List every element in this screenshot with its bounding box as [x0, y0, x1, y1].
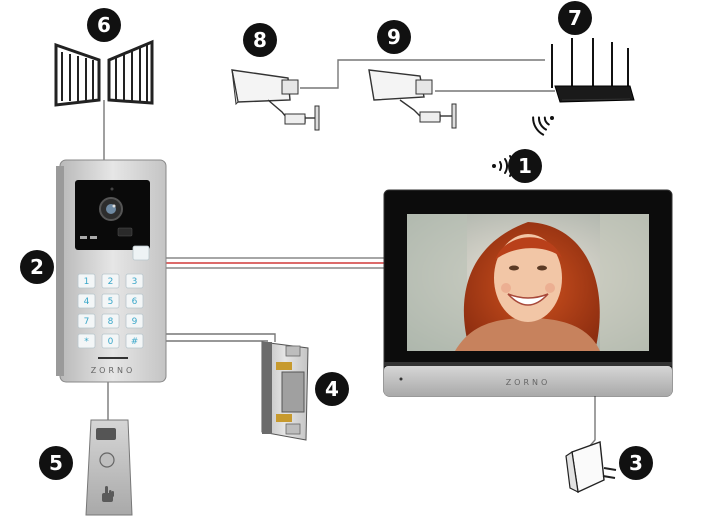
- keypad-key-label: 1: [84, 277, 90, 287]
- keypad-key: [101, 313, 120, 329]
- badge-1: 1: [508, 149, 542, 183]
- keypad-key-label: 0: [108, 337, 114, 347]
- wire-strike-a: [165, 333, 276, 342]
- badge-2-text: 2: [30, 255, 44, 279]
- keypad: 1 2 3 4 5 6 7 8 9 * 0 #: [77, 273, 144, 349]
- wire-camera-left: [300, 59, 545, 89]
- badge-8: 8: [243, 23, 277, 57]
- keypad-key: [125, 313, 144, 329]
- keypad-key: [101, 333, 120, 349]
- camera-left: [231, 69, 320, 131]
- keypad-key-label: #: [131, 337, 139, 347]
- badge-9: 9: [377, 20, 411, 54]
- badge-5-text: 5: [49, 451, 63, 475]
- camera-right: [368, 69, 457, 129]
- gate-illustration: [54, 39, 154, 107]
- keypad-key: [77, 273, 96, 289]
- badge-4: 4: [315, 372, 349, 406]
- wiring: [103, 59, 596, 449]
- keypad-key: [101, 293, 120, 309]
- keypad-key-label: 6: [132, 297, 138, 307]
- exit-button: [85, 419, 133, 516]
- door-station-brand: ZORNO: [91, 366, 136, 375]
- exit-button-push: [99, 452, 115, 468]
- badge-5: 5: [39, 446, 73, 480]
- badge-4-text: 4: [325, 377, 339, 401]
- badge-3-text: 3: [629, 451, 643, 475]
- badge-2: 2: [20, 250, 54, 284]
- badge-7: 7: [558, 1, 592, 35]
- router: [551, 38, 635, 103]
- keypad-key-label: 7: [84, 317, 90, 327]
- badge-9-text: 9: [387, 25, 401, 49]
- badge-1-text: 1: [518, 154, 532, 178]
- badge-3: 3: [619, 446, 653, 480]
- monitor-brand: ZORNO: [506, 378, 551, 387]
- keypad-key: [125, 293, 144, 309]
- keypad-key-label: 4: [84, 297, 90, 307]
- keypad-key-label: *: [84, 337, 89, 347]
- badge-6: 6: [87, 8, 121, 42]
- badge-8-text: 8: [253, 28, 267, 52]
- gate-left-wing: [54, 42, 101, 107]
- rfid-reader: [117, 227, 133, 237]
- door-station: 1 2 3 4 5 6 7 8 9 * 0 # ZORNO: [56, 159, 167, 383]
- keypad-key: [101, 273, 120, 289]
- monitor-screen: [407, 214, 649, 351]
- keypad-key: [77, 313, 96, 329]
- keypad-key-label: 5: [108, 297, 114, 307]
- gate-right-wing: [107, 39, 154, 105]
- badge-6-text: 6: [97, 13, 111, 37]
- keypad-key-label: 3: [132, 277, 138, 287]
- exit-button-window: [96, 428, 116, 440]
- wire-adapter: [587, 395, 596, 449]
- keypad-key-label: 8: [108, 317, 114, 327]
- call-button: [132, 245, 150, 261]
- hand-press-icon: [102, 486, 114, 502]
- electric-strike: [261, 341, 309, 441]
- badge-7-text: 7: [568, 6, 582, 30]
- keypad-key: [77, 293, 96, 309]
- wifi-signal-icon: [532, 116, 554, 136]
- keypad-key-label: 9: [132, 317, 138, 327]
- keypad-key: [125, 273, 144, 289]
- power-adapter: [565, 441, 617, 494]
- keypad-key: [125, 333, 144, 349]
- keypad-key-label: 2: [108, 277, 114, 287]
- monitor: ZORNO: [383, 189, 673, 397]
- keypad-key: [77, 333, 96, 349]
